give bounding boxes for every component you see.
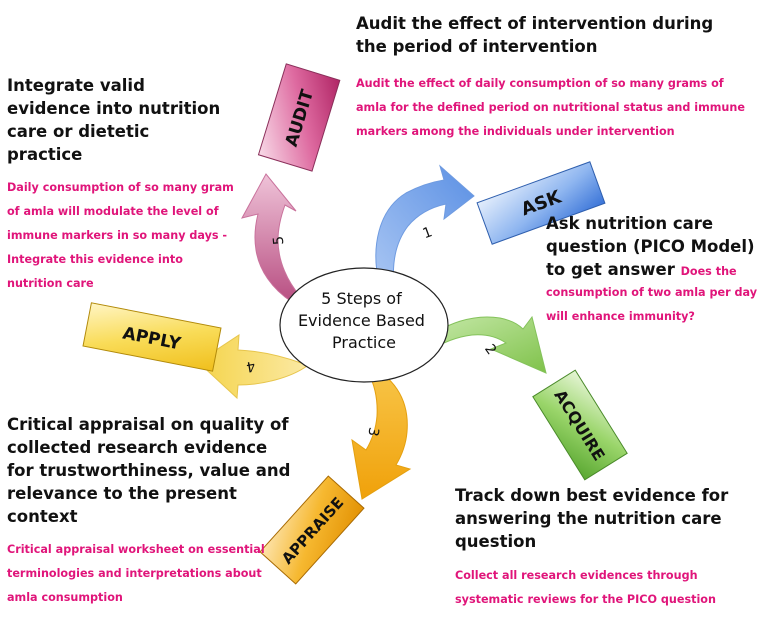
- apply-heading-line: care or dietetic: [7, 122, 150, 141]
- ask-heading-line-last: to get answer Does the: [546, 258, 755, 283]
- audit-heading-line: Audit the effect of intervention during: [356, 14, 714, 33]
- audit-box: AUDIT: [257, 63, 341, 172]
- appraise-heading-line: collected research evidence: [7, 438, 268, 457]
- acquire-heading-line: answering the nutrition care: [455, 509, 722, 528]
- ask-heading-line: question (PICO Model): [546, 237, 755, 256]
- center-title-line2: Evidence Based: [298, 311, 425, 330]
- center-title-line3: Practice: [332, 333, 396, 352]
- ask-heading: Ask nutrition care question (PICO Model)…: [546, 212, 755, 283]
- ask-note-line: consumption of two amla per day: [546, 286, 758, 299]
- acquire-note-line: systematic reviews for the PICO question: [455, 593, 716, 606]
- step-number-5: 5: [271, 235, 288, 245]
- arrow-step-4: [197, 334, 308, 400]
- audit-note-line: amla for the defined period on nutrition…: [356, 101, 745, 114]
- appraise-heading-line: for trustworthiness, value and: [7, 461, 291, 480]
- acquire-heading: Track down best evidence for answering t…: [455, 484, 728, 553]
- appraise-heading-line: relevance to the present: [7, 484, 237, 503]
- arrow-step-1: [375, 164, 475, 286]
- audit-note-line: Audit the effect of daily consumption of…: [356, 77, 724, 90]
- ask-heading-line: to get answer: [546, 260, 675, 279]
- apply-note-line: nutrition care: [7, 277, 94, 290]
- apply-box: APPLY: [82, 302, 222, 372]
- ask-heading-line: Ask nutrition care: [546, 214, 714, 233]
- apply-heading-line: evidence into nutrition: [7, 99, 221, 118]
- apply-note: Daily consumption of so many gram of aml…: [7, 176, 234, 296]
- apply-heading: Integrate valid evidence into nutrition …: [7, 74, 220, 166]
- audit-note-line: markers among the individuals under inte…: [356, 125, 675, 138]
- apply-note-line: immune markers in so many days -: [7, 229, 228, 242]
- apply-note-line: Integrate this evidence into: [7, 253, 183, 266]
- arrow-step-2: [421, 315, 547, 374]
- ask-note-inline: Does the: [680, 265, 737, 278]
- apply-heading-line: practice: [7, 145, 83, 164]
- step-number-4: 4: [245, 357, 257, 374]
- appraise-note-line: amla consumption: [7, 591, 123, 604]
- appraise-heading-line: Critical appraisal on quality of: [7, 415, 289, 434]
- arrow-step-5: [241, 173, 301, 303]
- audit-heading: Audit the effect of intervention during …: [356, 12, 713, 58]
- step-number-2: 2: [481, 341, 499, 357]
- acquire-heading-line: question: [455, 532, 537, 551]
- acquire-heading-line: Track down best evidence for: [455, 486, 729, 505]
- arrow-step-3: [351, 365, 412, 500]
- appraise-heading-line: context: [7, 507, 78, 526]
- ask-note: consumption of two amla per day will enh…: [546, 281, 757, 329]
- appraise-note: Critical appraisal worksheet on essentia…: [7, 538, 265, 610]
- audit-note: Audit the effect of daily consumption of…: [356, 72, 745, 144]
- step-number-3: 3: [364, 426, 381, 438]
- ask-box: ASK: [476, 161, 606, 245]
- center-ellipse: [279, 267, 449, 383]
- appraise-note-line: terminologies and interpretations about: [7, 567, 262, 580]
- center-title: 5 Steps of Evidence Based Practice: [298, 289, 430, 352]
- audit-heading-line: the period of intervention: [356, 37, 598, 56]
- acquire-note: Collect all research evidences through s…: [455, 564, 716, 612]
- step-number-1: 1: [421, 224, 435, 242]
- acquire-box: ACQUIRE: [532, 369, 628, 481]
- center-title-line1: 5 Steps of: [321, 289, 402, 308]
- apply-note-line: of amla will modulate the level of: [7, 205, 219, 218]
- acquire-note-line: Collect all research evidences through: [455, 569, 698, 582]
- apply-note-line: Daily consumption of so many gram: [7, 181, 234, 194]
- appraise-note-line: Critical appraisal worksheet on essentia…: [7, 543, 265, 556]
- ask-note-line: will enhance immunity?: [546, 310, 695, 323]
- appraise-heading: Critical appraisal on quality of collect…: [7, 413, 290, 528]
- apply-heading-line: Integrate valid: [7, 76, 145, 95]
